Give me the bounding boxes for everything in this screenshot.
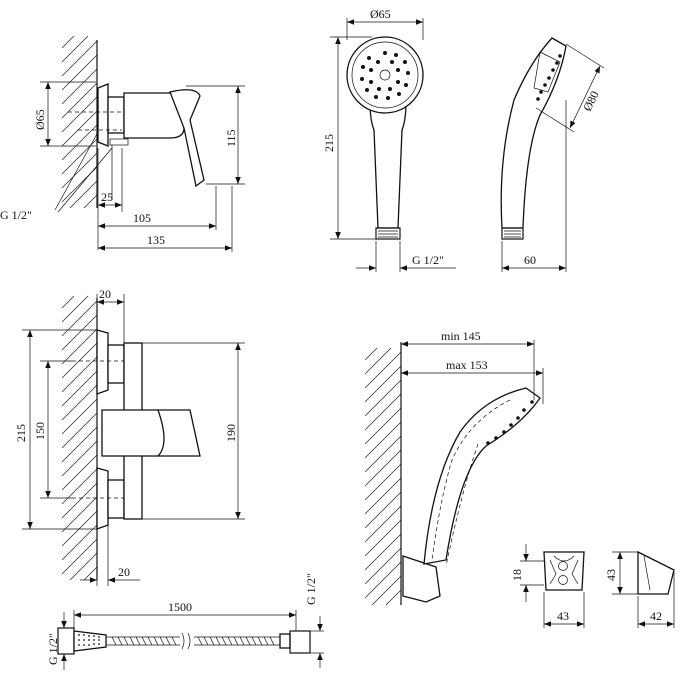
thread-label-left: G 1/2" [0, 208, 32, 222]
dim-height-43-side: 43 [604, 569, 618, 581]
thread-label-shower: G 1/2" [412, 253, 444, 267]
dim-height-190: 190 [224, 424, 238, 442]
dim-width-60: 60 [524, 253, 536, 267]
mixer-side-view [61, 35, 205, 209]
dim-height-115: 115 [224, 129, 238, 147]
spray-nozzles [360, 51, 410, 100]
dim-width-105: 105 [133, 211, 151, 225]
dim-height-215-shower: 215 [322, 134, 336, 152]
holder-front-dimensions: 18 43 [510, 544, 585, 628]
holder-side-view [637, 550, 675, 595]
dim-max-153: max 153 [446, 358, 488, 372]
mixer-side-dimensions: Ø65 115 25 105 135 G 1/2" [0, 81, 245, 252]
handshower-front-dimensions: Ø65 215 G 1/2" [322, 7, 456, 272]
dim-diameter-65-left: Ø65 [33, 109, 47, 130]
dim-width-43-front: 43 [557, 609, 569, 623]
dim-height-18: 18 [510, 569, 524, 581]
hose-knurl [78, 634, 100, 646]
holder-front-view [543, 551, 585, 591]
handshower-side-view [500, 37, 567, 240]
dim-width-20-bottom: 20 [118, 565, 130, 579]
hose-dimensions: 1500 G 1/2" G 1/2" [46, 573, 324, 670]
dim-hose-length-1500: 1500 [168, 600, 192, 614]
wall-hatch-2 [61, 295, 98, 581]
dim-diameter-65-top: Ø65 [370, 7, 391, 21]
dim-width-135: 135 [147, 233, 165, 247]
mixer-front-view [61, 295, 201, 581]
thread-label-hose-right: G 1/2" [304, 573, 318, 605]
wall-hatch [61, 35, 98, 209]
dim-width-25: 25 [101, 190, 113, 204]
dim-min-145: min 145 [441, 329, 481, 343]
thread-label-hose-left: G 1/2" [46, 633, 60, 665]
handshower-front-view [346, 36, 424, 240]
mixer-front-dimensions: 20 215 150 190 20 [14, 287, 245, 586]
dim-height-150: 150 [33, 422, 47, 440]
holder-assembly-dimensions: min 145 max 153 [401, 329, 544, 404]
dim-width-42-side: 42 [650, 609, 662, 623]
holder-assembly-view [364, 342, 541, 606]
dim-height-215-mixer: 215 [14, 424, 28, 442]
hose-view [57, 627, 311, 655]
wall-hatch-3 [364, 347, 402, 606]
holder-side-dimensions: 43 42 [604, 551, 675, 628]
dim-diameter-80: Ø80 [580, 89, 602, 114]
holder-nozzles [486, 400, 534, 445]
side-nozzles [536, 54, 562, 101]
dim-width-20-top: 20 [99, 287, 111, 301]
